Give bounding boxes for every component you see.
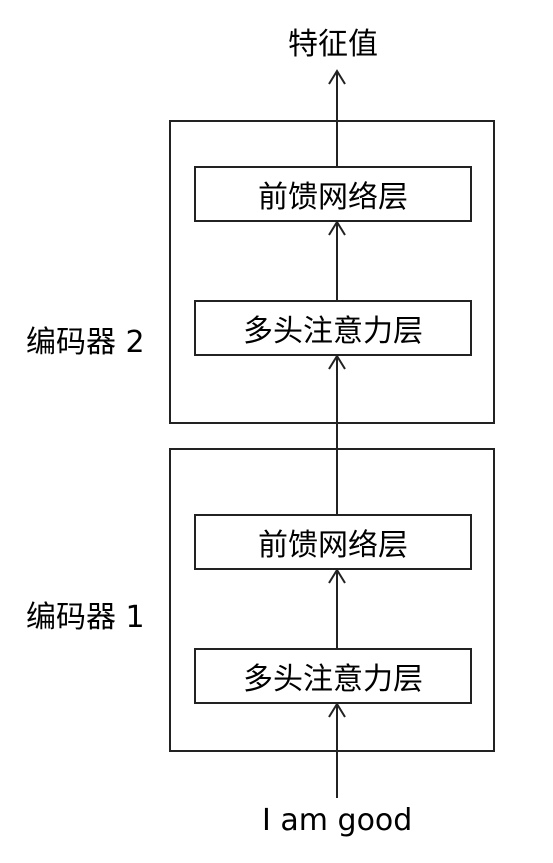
arrow-feedforward-1-to-attention-2 bbox=[328, 354, 346, 514]
encoder-1-label: 编码器 1 bbox=[26, 600, 145, 635]
encoder-2-feedforward-layer: 前馈网络层 bbox=[194, 166, 472, 222]
encoder-2-feedforward-label: 前馈网络层 bbox=[258, 180, 408, 215]
arrow-attention-1-to-feedforward-1 bbox=[328, 568, 346, 648]
input-label: I am good bbox=[262, 803, 413, 838]
encoder-1-attention-label: 多头注意力层 bbox=[243, 662, 423, 697]
arrow-feedforward-2-to-output bbox=[328, 69, 346, 166]
encoder-2-attention-label: 多头注意力层 bbox=[243, 314, 423, 349]
output-label: 特征值 bbox=[288, 27, 378, 62]
encoder-1-feedforward-label: 前馈网络层 bbox=[258, 528, 408, 563]
encoder-2-attention-layer: 多头注意力层 bbox=[194, 300, 472, 356]
encoder-1-attention-layer: 多头注意力层 bbox=[194, 648, 472, 704]
encoder-2-label: 编码器 2 bbox=[26, 325, 145, 360]
arrow-input-to-attention-1 bbox=[328, 702, 346, 798]
arrow-attention-2-to-feedforward-2 bbox=[328, 220, 346, 300]
encoder-1-feedforward-layer: 前馈网络层 bbox=[194, 514, 472, 570]
